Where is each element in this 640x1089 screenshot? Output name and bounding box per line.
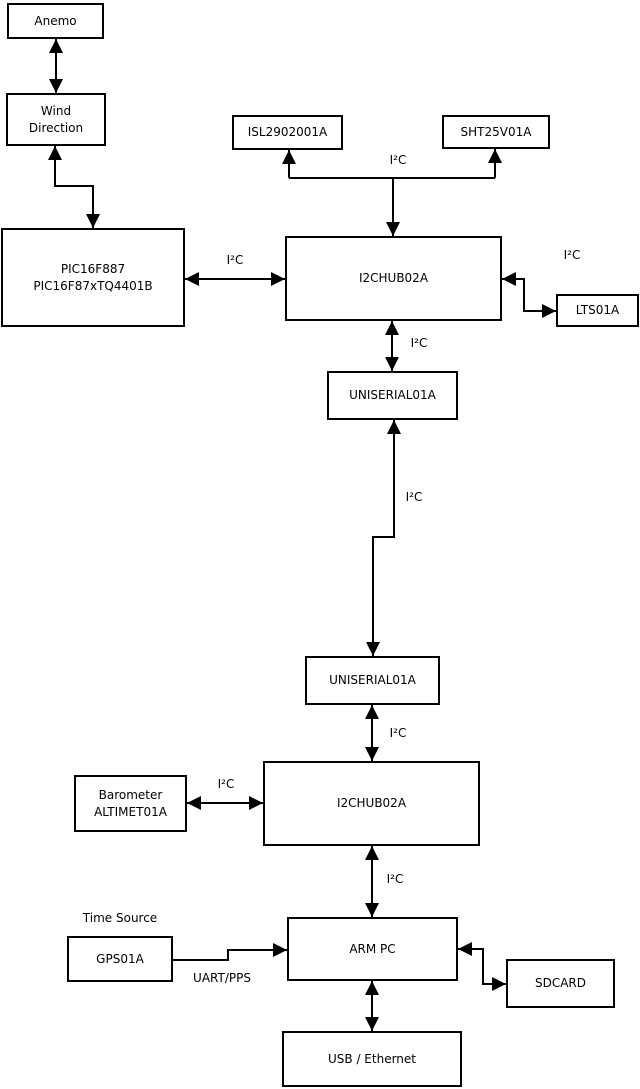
edge-label-i2c-hub2-armpc: I²C [386, 872, 404, 886]
node-barometer: Barometer ALTIMET01A [74, 775, 187, 832]
node-anemometer: Anemo [7, 3, 104, 39]
annotation-time-source: Time Source [82, 911, 158, 925]
node-wind-direction: Wind Direction [6, 93, 106, 146]
node-uniserial-1: UNISERIAL01A [327, 371, 458, 420]
edge-label-i2c-sensors: I²C [389, 153, 407, 167]
node-lts-sensor: LTS01A [556, 294, 639, 327]
connector-uniserial1-uniserial2 [366, 420, 401, 656]
connector-hub1-lts [502, 272, 556, 318]
node-usb-ethernet: USB / Ethernet [282, 1031, 462, 1087]
edge-label-i2c-uniserial-link: I²C [405, 490, 423, 504]
connector-winddirection-pic [48, 146, 100, 228]
connector-gps-armpc [173, 943, 287, 961]
node-gps: GPS01A [67, 936, 173, 982]
node-sht-sensor: SHT25V01A [442, 115, 550, 149]
edge-label-i2c-pic-hub1: I²C [226, 253, 244, 267]
connector-armpc-sdcard [458, 942, 506, 991]
node-isl-sensor: ISL2902001A [232, 115, 343, 150]
node-i2c-hub-2: I2CHUB02A [263, 761, 480, 846]
edge-label-i2c-hub1-lts: I²C [563, 248, 581, 262]
node-pic-microcontroller: PIC16F887 PIC16F87xTQ4401B [1, 228, 185, 327]
edge-label-i2c-hub1-uniserial1: I²C [410, 336, 428, 350]
node-arm-pc: ARM PC [287, 917, 458, 981]
node-uniserial-2: UNISERIAL01A [305, 656, 440, 705]
edge-label-uart-pps: UART/PPS [193, 971, 251, 985]
edge-label-i2c-barometer-hub2: I²C [217, 777, 235, 791]
node-sdcard: SDCARD [506, 959, 615, 1008]
edge-label-i2c-uniserial2-hub2: I²C [389, 726, 407, 740]
node-i2c-hub-1: I2CHUB02A [285, 236, 502, 321]
